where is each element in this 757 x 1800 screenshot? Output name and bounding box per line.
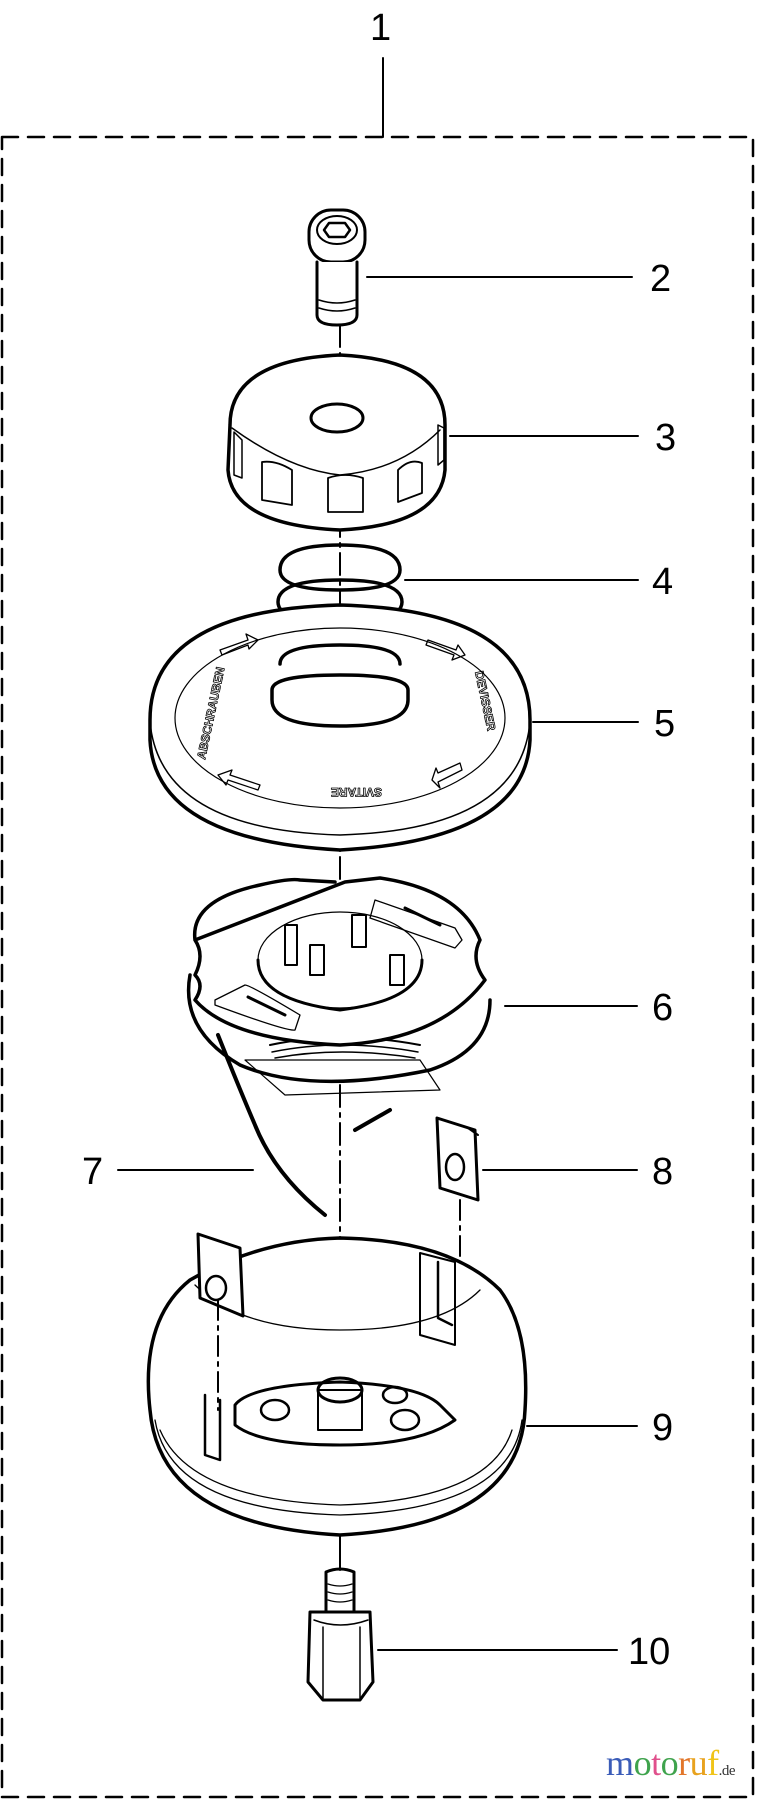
housing-part — [146, 1232, 528, 1537]
spool-part — [186, 876, 492, 1096]
motoruf-watermark: motoruf.de — [606, 1742, 735, 1784]
watermark-letter: t — [651, 1743, 661, 1783]
callout-4-label: 4 — [652, 561, 673, 603]
cover-text-bottom: SVITARE — [331, 785, 382, 799]
callout-2-label: 2 — [650, 258, 671, 300]
callout-9-label: 9 — [652, 1407, 673, 1449]
watermark-letter: o — [660, 1743, 679, 1783]
callout-5-label: 5 — [654, 703, 675, 745]
watermark-letter: o — [633, 1743, 652, 1783]
watermark-tld: .de — [718, 1763, 736, 1779]
watermark-letter: u — [689, 1743, 708, 1783]
callout-3-label: 3 — [655, 417, 676, 459]
watermark-letter: m — [606, 1743, 634, 1783]
watermark-letter: r — [678, 1743, 690, 1783]
cover-part: ABSCHRAUBEN DEVISSER SVITARE — [148, 603, 532, 852]
callout-8-label: 8 — [652, 1151, 673, 1193]
watermark-letter: f — [707, 1743, 719, 1783]
callout-10-label: 10 — [628, 1631, 670, 1673]
eyelet-part — [435, 1116, 480, 1281]
callout-7-label: 7 — [82, 1151, 103, 1193]
assembly-boundary — [0, 135, 755, 1799]
hex-nut-part — [306, 1534, 375, 1702]
callout-6-label: 6 — [652, 987, 673, 1029]
callout-1-label: 1 — [370, 7, 391, 49]
screw-part — [307, 208, 367, 327]
knob-part — [226, 353, 447, 532]
trimmer-line-part — [216, 1033, 392, 1217]
